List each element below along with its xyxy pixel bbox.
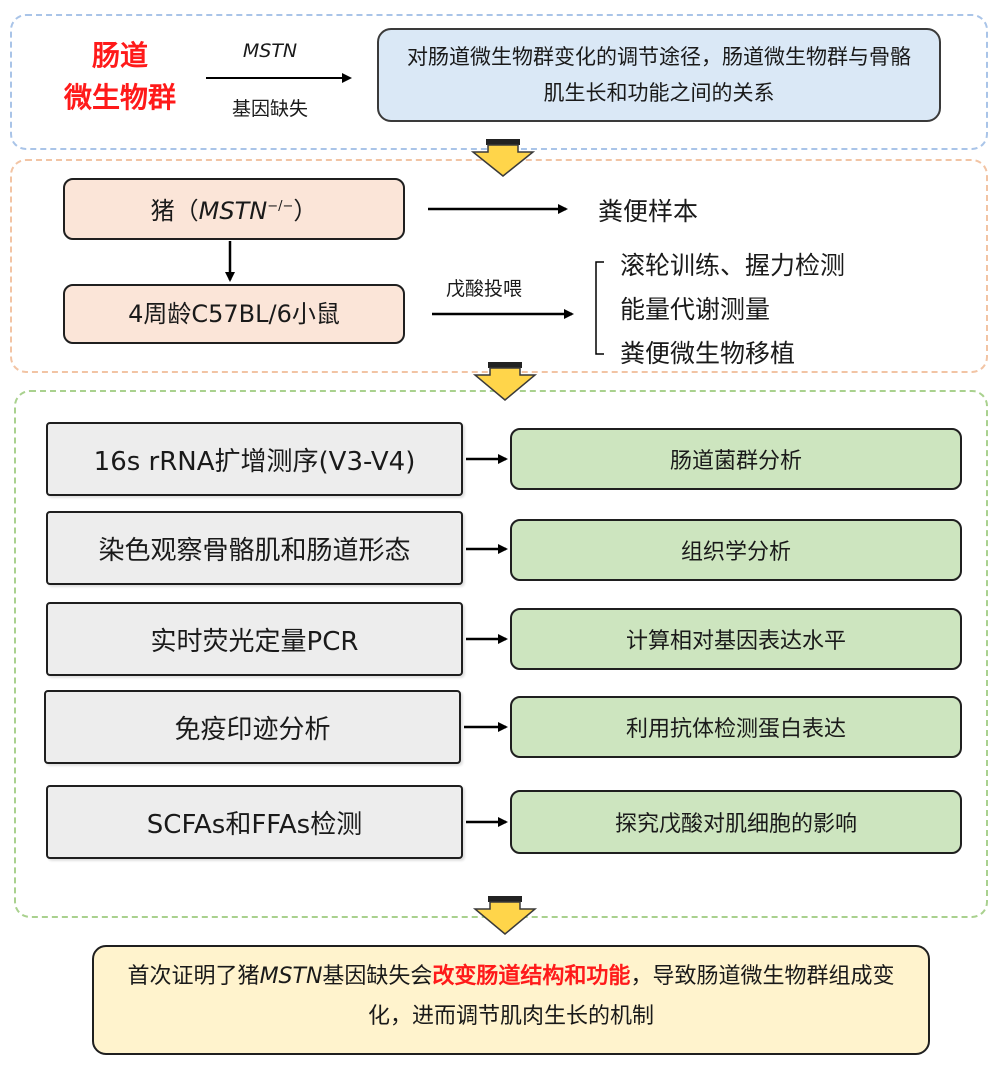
result-text: 计算相对基因表达水平 [625,629,846,654]
feces-sample-label: 粪便样本 [598,197,699,226]
result-text: 肠道菌群分析 [669,449,802,474]
experiment-item: 粪便微生物移植 [620,339,796,368]
research-aim-box: 对肠道微生物群变化的调节途径，肠道微生物群与骨骼肌生长和功能之间的关系 [377,28,941,122]
arrow-label-mstn: MSTN [242,40,298,62]
experiment-item: 能量代谢测量 [620,295,771,324]
result-box: 肠道菌群分析 [510,428,962,490]
method-text: 免疫印迹分析 [174,714,331,745]
title-gut: 肠道 [91,39,148,72]
result-text: 探究戊酸对肌细胞的影响 [614,812,857,837]
method-box: SCFAs和FFAs检测 [46,785,463,859]
result-box: 利用抗体检测蛋白表达 [510,696,962,758]
method-text: 实时荧光定量PCR [150,626,359,657]
conclusion-text-1: 首次证明了猪 [127,964,260,989]
bracket-icon [595,261,604,355]
experiment-list: 滚轮训练、握力检测 能量代谢测量 粪便微生物移植 [620,244,845,376]
pig-model-text: 猪（MSTN−/−） [150,197,318,225]
arrow-label-knockout: 基因缺失 [231,98,308,120]
method-text: SCFAs和FFAs检测 [146,809,363,840]
result-text: 组织学分析 [680,540,791,565]
method-text: 16s rRNA扩增测序(V3-V4) [93,446,416,477]
method-box: 实时荧光定量PCR [46,602,463,676]
yellow-arrow-down-icon [472,362,538,401]
conclusion-box: 首次证明了猪MSTN基因缺失会改变肠道结构和功能，导致肠道微生物群组成变化，进而… [92,945,930,1055]
mouse-model-box: 4周龄C57BL/6小鼠 [63,284,405,344]
conclusion-text-3: ，导致肠道微生物群组成变化，进而调节肌肉生长的机制 [367,964,895,1029]
yellow-arrow-down-icon [472,896,538,935]
conclusion-gene: MSTN [259,964,323,989]
method-text: 染色观察骨骼肌和肠道形态 [98,535,411,566]
title-microbiota: 微生物群 [63,81,176,114]
result-box: 计算相对基因表达水平 [510,608,962,670]
mouse-model-text: 4周龄C57BL/6小鼠 [128,300,340,328]
pig-model-box: 猪（MSTN−/−） [63,178,405,240]
method-box: 染色观察骨骼肌和肠道形态 [46,511,463,585]
experiment-item: 滚轮训练、握力检测 [620,251,846,280]
result-box: 组织学分析 [510,519,962,581]
conclusion-highlight: 改变肠道结构和功能 [432,964,631,989]
result-text: 利用抗体检测蛋白表达 [625,717,846,742]
conclusion-text-2: 基因缺失会 [322,964,433,989]
research-aim-text: 对肠道微生物群变化的调节途径，肠道微生物群与骨骼肌生长和功能之间的关系 [407,45,911,105]
valerate-feeding-label: 戊酸投喂 [446,278,523,300]
method-box: 16s rRNA扩增测序(V3-V4) [46,422,463,496]
result-box: 探究戊酸对肌细胞的影响 [510,790,962,854]
method-box: 免疫印迹分析 [44,690,461,764]
yellow-arrow-down-icon [470,139,536,177]
